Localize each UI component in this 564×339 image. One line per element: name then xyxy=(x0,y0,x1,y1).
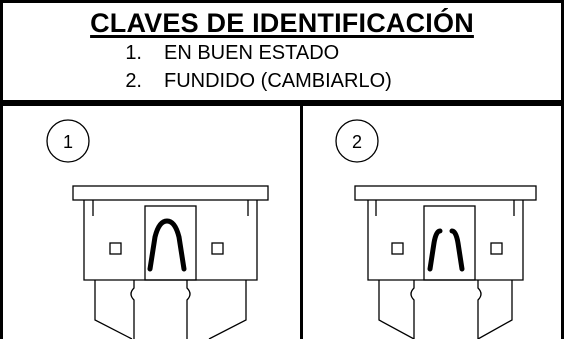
key-label: EN BUEN ESTADO xyxy=(164,42,340,64)
key-number: 2. xyxy=(125,70,142,92)
fuse-prong-left-edge xyxy=(410,280,415,339)
fuse-prong-left-edge xyxy=(130,280,135,339)
key-title: CLAVES DE IDENTIFICACIÓN xyxy=(90,8,474,38)
fuse-prong-right xyxy=(477,280,513,339)
fuse-prong-right xyxy=(208,280,247,339)
fuse-prong-left xyxy=(378,280,415,339)
key-number: 1. xyxy=(125,42,142,64)
identification-key-header: CLAVES DE IDENTIFICACIÓN 1. EN BUEN ESTAD… xyxy=(0,0,564,100)
fuse-window xyxy=(423,205,476,281)
fuse-cap xyxy=(72,185,269,201)
fuse-prong-right-edge xyxy=(477,280,482,339)
header-divider xyxy=(0,100,564,106)
fuse-body xyxy=(367,200,524,281)
terminal-slot xyxy=(391,242,404,255)
key-item-good: 1. EN BUEN ESTADO xyxy=(112,42,339,65)
fuse-element-broken-left xyxy=(427,228,443,272)
badge-circle xyxy=(46,119,90,163)
key-label: FUNDIDO (CAMBIARLO) xyxy=(164,70,392,92)
terminal-slot xyxy=(490,242,503,255)
badge-number: 1 xyxy=(63,132,73,152)
fuse-body xyxy=(83,200,258,281)
badge-number: 2 xyxy=(352,132,362,152)
blown-fuse-illustration: 2 xyxy=(335,119,537,339)
fuse-element-intact xyxy=(147,218,187,272)
fuse-window xyxy=(144,205,197,281)
fuse-prong-left xyxy=(94,280,133,339)
fuse-cap xyxy=(354,185,537,201)
badge-circle xyxy=(335,119,379,163)
panel-divider xyxy=(300,106,303,339)
terminal-slot xyxy=(109,242,122,255)
fuse-element-broken-right xyxy=(449,228,465,272)
key-item-blown: 2. FUNDIDO (CAMBIARLO) xyxy=(112,70,392,93)
good-fuse-illustration: 1 xyxy=(46,119,269,339)
fuse-prong-right-edge xyxy=(186,280,191,339)
terminal-slot xyxy=(211,242,224,255)
